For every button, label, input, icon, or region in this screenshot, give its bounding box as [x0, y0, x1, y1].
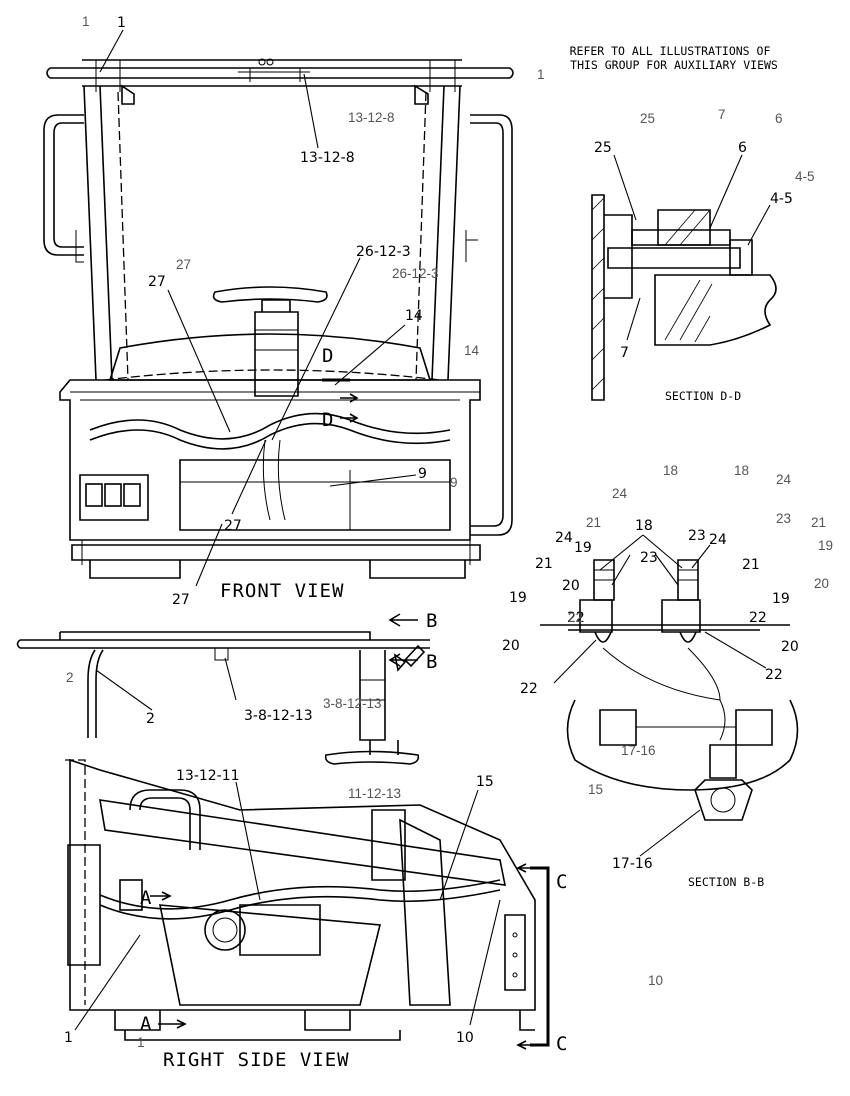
callout-23-right: 23	[688, 528, 706, 544]
section-c-marker-upper: C	[556, 871, 568, 893]
callout-14: 14	[405, 308, 423, 324]
callout-15: 15	[476, 774, 494, 790]
overlay-label-14: 14	[464, 343, 480, 358]
overlay-label-11-12-13: 11-12-13	[348, 786, 401, 801]
general-note-line-2: THIS GROUP FOR AUXILIARY VIEWS	[570, 58, 778, 72]
section-b-marker-lower: B	[426, 651, 438, 673]
callout-20-right: 20	[781, 639, 799, 655]
overlay-label-18-right: 18	[734, 463, 749, 478]
callout-23-left: 23	[640, 550, 658, 566]
callout-1-top: 1	[117, 15, 126, 31]
callout-3-8-12-13: 3-8-12-13	[244, 708, 313, 724]
callout-20-left: 20	[502, 638, 520, 654]
overlay-label-1-bottom: 1	[137, 1035, 145, 1050]
callout-21-right: 21	[742, 557, 760, 573]
callout-1-bottom: 1	[64, 1030, 73, 1046]
section-dd-drawing	[591, 194, 777, 401]
overlay-label-15: 15	[588, 782, 603, 797]
right-side-view-drawing	[16, 613, 550, 1050]
front-view-title: FRONT VIEW	[220, 580, 344, 602]
callout-13-12-11: 13-12-11	[176, 768, 240, 784]
overlay-label-22: 22	[568, 610, 583, 625]
overlay-label-21-right: 21	[811, 515, 826, 530]
section-b-marker-upper: B	[426, 610, 438, 632]
callout-19-right: 19	[772, 591, 790, 607]
overlay-label-9: 9	[450, 475, 458, 490]
callout-13-12-8: 13-12-8	[300, 150, 355, 166]
callout-22-left-upper: 22	[567, 610, 585, 626]
overlay-label-26-12-3: 26-12-3	[392, 266, 439, 281]
overlay-label-6: 6	[775, 111, 783, 126]
callout-26-12-3: 26-12-3	[356, 244, 411, 260]
callout-19-left: 19	[509, 590, 527, 606]
section-bb-drawing	[540, 559, 799, 821]
overlay-label-18-left: 18	[663, 463, 678, 478]
overlay-label-7: 7	[718, 107, 726, 122]
section-a-marker-upper: A	[140, 887, 152, 909]
section-d-marker-lower: D	[322, 409, 334, 431]
section-a-marker-lower: A	[140, 1013, 152, 1035]
overlay-label-4-5: 4-5	[795, 169, 815, 184]
callout-27-upper: 27	[148, 274, 166, 290]
callout-4-5: 4-5	[770, 191, 793, 207]
general-note-line-1: REFER TO ALL ILLUSTRATIONS OF	[570, 44, 771, 58]
overlay-label-27: 27	[176, 257, 191, 272]
section-bb-title: SECTION B-B	[688, 875, 764, 889]
overlay-label-17-16: 17-16	[621, 743, 656, 758]
callout-21-left: 21	[535, 556, 553, 572]
overlay-label-3-8-12-13: 3-8-12-13	[323, 696, 382, 711]
callout-27-middle: 27	[224, 518, 242, 534]
overlay-label-21-left: 21	[586, 515, 601, 530]
overlay-label-24-right: 24	[776, 472, 792, 487]
overlay-label-13-12-8: 13-12-8	[348, 110, 395, 125]
overlay-label-19: 19	[818, 538, 833, 553]
section-d-marker-upper: D	[322, 345, 334, 367]
callout-9: 9	[418, 466, 427, 482]
callout-25: 25	[594, 140, 612, 156]
callout-18: 18	[635, 518, 653, 534]
callout-19-left-upper: 19	[574, 540, 592, 556]
callout-27-lower: 27	[172, 592, 190, 608]
overlay-label-10: 10	[648, 973, 663, 988]
callout-10: 10	[456, 1030, 474, 1046]
callout-17-16: 17-16	[612, 856, 653, 872]
callout-22-right-upper: 22	[749, 610, 767, 626]
overlay-label-1-top: 1	[82, 14, 90, 29]
overlay-label-20: 20	[814, 576, 829, 591]
callout-6: 6	[738, 140, 747, 156]
overlay-label-25: 25	[640, 111, 655, 126]
leader-lines	[74, 29, 771, 1031]
overlay-label-23: 23	[776, 511, 791, 526]
overlay-label-24-left: 24	[612, 486, 628, 501]
callout-24-right: 24	[709, 532, 727, 548]
right-side-view-title: RIGHT SIDE VIEW	[163, 1049, 350, 1071]
callout-2: 2	[146, 711, 155, 727]
callout-22-right: 22	[765, 667, 783, 683]
callout-7: 7	[620, 345, 629, 361]
section-c-marker-lower: C	[556, 1033, 568, 1055]
overlay-label-1-right: 1	[537, 67, 545, 82]
overlay-label-2: 2	[66, 670, 74, 685]
callout-22-left: 22	[520, 681, 538, 697]
section-dd-title: SECTION D-D	[665, 389, 741, 403]
callout-24-left: 24	[555, 530, 573, 546]
callout-20-left-upper: 20	[562, 578, 580, 594]
front-view-drawing	[43, 58, 514, 579]
